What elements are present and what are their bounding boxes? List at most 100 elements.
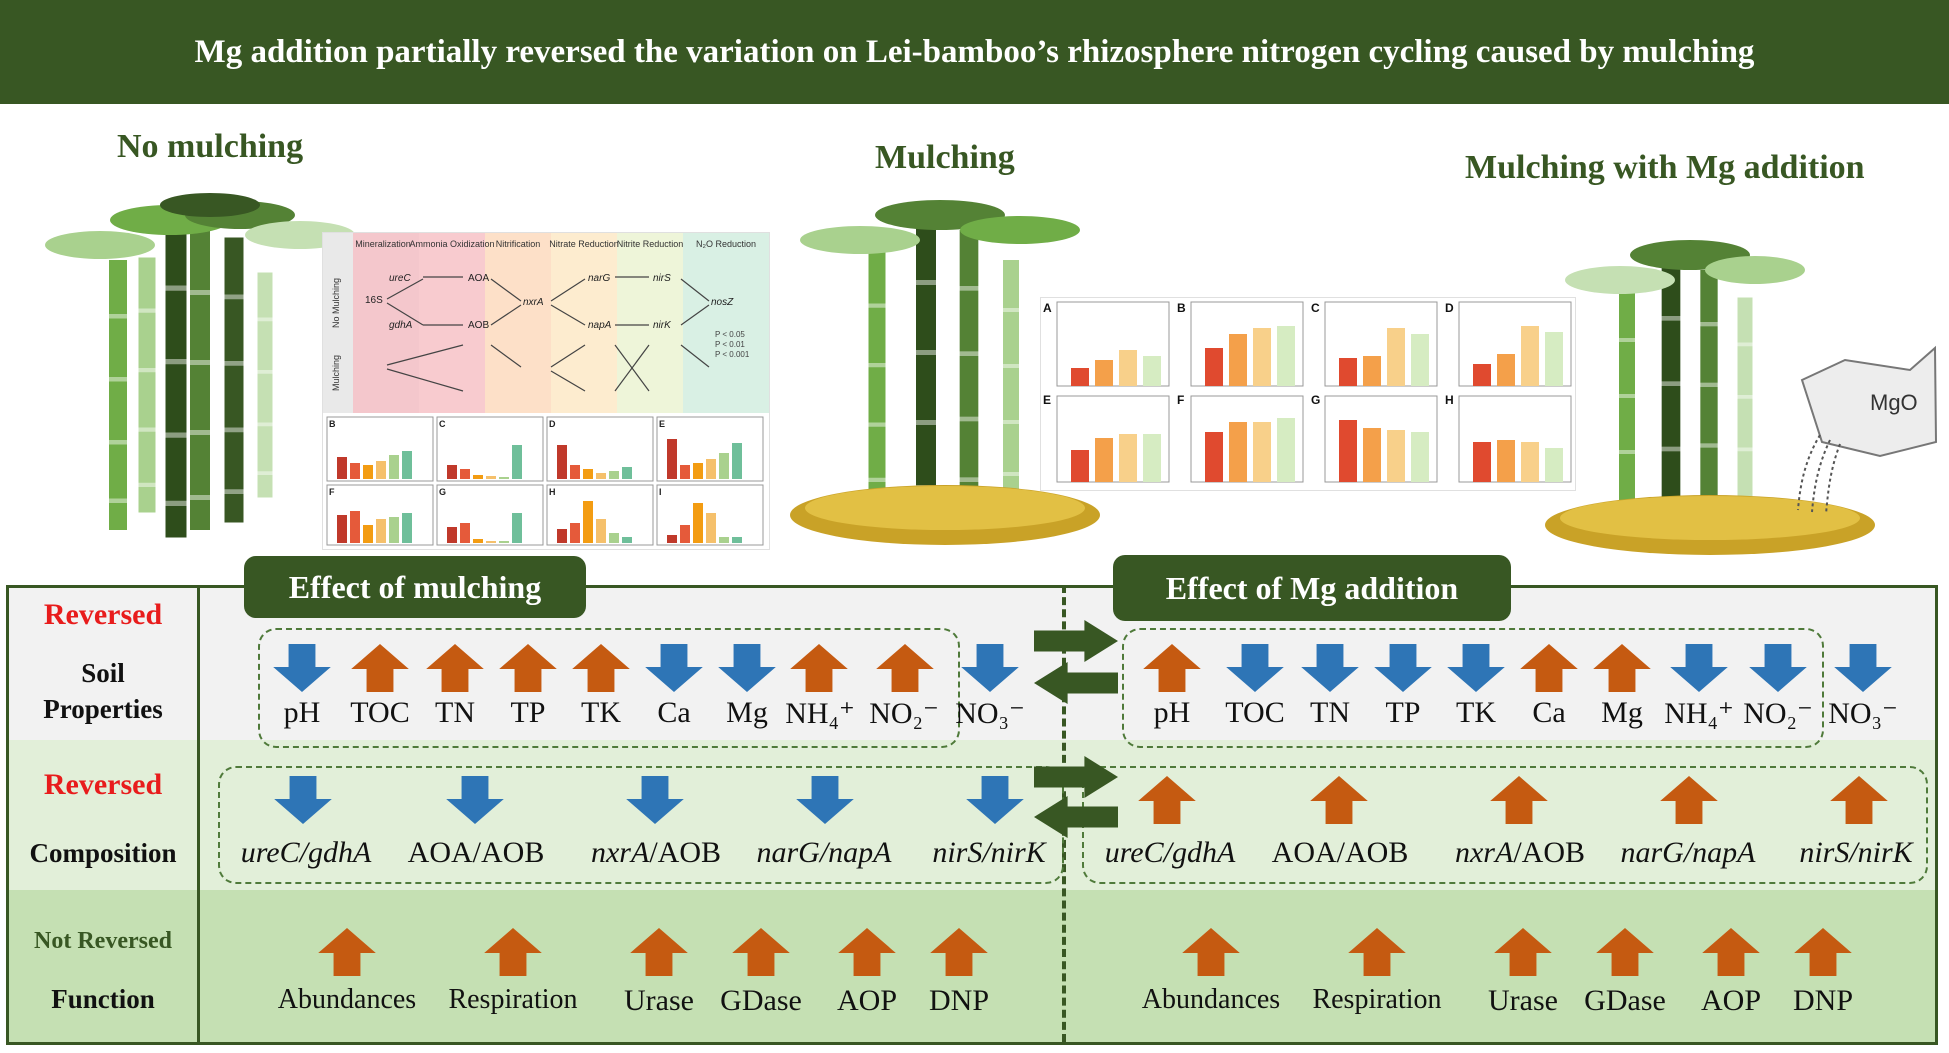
- gene-nirs: nirS: [653, 273, 671, 284]
- pathway-header-0: Mineralization: [355, 239, 411, 249]
- pathway-header-2: Nitrification: [496, 239, 541, 249]
- mg-no2-down-arrow-icon: [1749, 644, 1807, 692]
- panel-letter-e: E: [659, 419, 665, 429]
- pathway-header-1: Ammonia Oxidization: [409, 239, 494, 249]
- mulching-soil-label-ca: Ca: [657, 696, 691, 729]
- mg-comp-label-nirs-nirk: nirS/nirK: [1799, 836, 1913, 869]
- gene-urec: ureC: [389, 273, 411, 284]
- mgo-bag-icon: MgO: [1797, 345, 1938, 515]
- gene-napa: napA: [588, 320, 612, 331]
- gene-aoa: AOA: [468, 273, 489, 284]
- bamboo-grove-mulching-mg-illustration: MgO: [1545, 240, 1938, 555]
- title-banner: Mg addition partially reversed the varia…: [0, 0, 1949, 104]
- mg-comp-label-aoa-aob: AOA/AOB: [1271, 836, 1409, 869]
- mg-respiration-up-arrow-icon: [1348, 928, 1406, 976]
- mg-tk-down-arrow-icon: [1447, 644, 1505, 692]
- mulching-tp-up-arrow-icon: [499, 644, 557, 692]
- mulching-tk-up-arrow-icon: [572, 644, 630, 692]
- mg-ca-up-arrow-icon: [1520, 644, 1578, 692]
- mg-function-label-dnp: DNP: [1792, 984, 1853, 1017]
- nitrogen-pathway-figure: Mineralization Ammonia Oxidization Nitri…: [322, 232, 770, 550]
- mg-soil-label-toc: TOC: [1225, 696, 1285, 729]
- mulching-function-label-gdase: GDase: [720, 984, 802, 1017]
- mg-tn-down-arrow-icon: [1301, 644, 1359, 692]
- mulching-soil-group-box: [258, 628, 960, 748]
- mg-no3-down-arrow-icon: [1834, 644, 1892, 692]
- mg-narg-napa-up-arrow-icon: [1660, 776, 1718, 824]
- function-status-not-reversed: Not Reversed: [34, 928, 172, 954]
- mulching-toc-up-arrow-icon: [351, 644, 409, 692]
- nxra-text: nxrA: [1454, 836, 1514, 869]
- mulching-function-label-dnp: DNP: [928, 984, 989, 1017]
- pathway-header-3: Nitrate Reduction: [549, 239, 619, 249]
- mg-panel-letter-a: A: [1043, 301, 1052, 315]
- mulching-soil-label-tp: TP: [510, 696, 546, 729]
- mg-mg-up-arrow-icon: [1593, 644, 1651, 692]
- mg-function-label-respiration: Respiration: [1312, 984, 1442, 1015]
- scene-title-mulching-mg: Mulching with Mg addition: [1465, 149, 1865, 186]
- mulching-soil-label-no3: NO₃⁻: [955, 697, 1025, 730]
- column-divider: [197, 588, 200, 1042]
- soil-status-reversed: Reversed: [43, 598, 163, 631]
- mulching-soil-label-mg: Mg: [726, 696, 768, 729]
- mulching-aoa-aob-down-arrow-icon: [446, 776, 504, 824]
- mulching-soil-label-tk: TK: [581, 696, 621, 729]
- mulching-comp-label-nirs-nirk: nirS/nirK: [932, 836, 1046, 869]
- gene-nxra: nxrA: [523, 297, 544, 308]
- panel-letter-b: B: [329, 419, 336, 429]
- effect-of-mg-addition-label: Effect of Mg addition: [1165, 569, 1459, 606]
- mulching-dnp-up-arrow-icon: [930, 928, 988, 976]
- mgo-label: MgO: [1870, 390, 1918, 415]
- bamboo-grove-mulching-illustration: [790, 200, 1100, 545]
- mg-aoa-aob-up-arrow-icon: [1310, 776, 1368, 824]
- left-arrow-icon: [1034, 662, 1118, 704]
- mg-urec-gdha-up-arrow-icon: [1138, 776, 1196, 824]
- mulching-mg-down-arrow-icon: [718, 644, 776, 692]
- aob-suffix-text: /AOB: [649, 836, 721, 869]
- panel-letter-h: H: [549, 487, 556, 497]
- mulching-respiration-up-arrow-icon: [484, 928, 542, 976]
- mg-abundances-up-arrow-icon: [1182, 928, 1240, 976]
- bamboo-grove-no-mulching-illustration: [45, 193, 355, 538]
- mg-soil-label-tk: TK: [1456, 696, 1496, 729]
- mg-nh4-down-arrow-icon: [1670, 644, 1728, 692]
- mulching-ca-down-arrow-icon: [645, 644, 703, 692]
- mg-soil-group-box: [1122, 628, 1824, 748]
- nxra-text: nxrA: [590, 836, 650, 869]
- mulching-no3-down-arrow-icon: [961, 644, 1019, 692]
- panel-letter-i: I: [659, 487, 662, 497]
- mulching-comp-label-narg-napa: narG/napA: [756, 836, 892, 869]
- effects-table: [6, 585, 1938, 1045]
- mg-soil-label-tp: TP: [1385, 696, 1421, 729]
- mg-panel-letter-h: H: [1445, 393, 1454, 407]
- mg-urase-up-arrow-icon: [1494, 928, 1552, 976]
- mulching-nxra-aob-down-arrow-icon: [626, 776, 684, 824]
- mg-comp-label-narg-napa: narG/napA: [1620, 836, 1756, 869]
- mg-soil-label-nh4: NH₄⁺: [1664, 697, 1734, 730]
- mulching-ph-down-arrow-icon: [273, 644, 331, 692]
- mg-toc-down-arrow-icon: [1226, 644, 1284, 692]
- mg-soil-label-tn: TN: [1310, 696, 1350, 729]
- mulching-soil-label-no2: NO₂⁻: [869, 697, 939, 730]
- mg-tp-down-arrow-icon: [1374, 644, 1432, 692]
- mulching-soil-label-tn: TN: [435, 696, 475, 729]
- mulching-soil-label-toc: TOC: [350, 696, 410, 729]
- mulching-function-label-respiration: Respiration: [448, 984, 578, 1015]
- mg-gdase-up-arrow-icon: [1596, 928, 1654, 976]
- mg-panel-letter-g: G: [1311, 393, 1320, 407]
- mulching-urase-up-arrow-icon: [630, 928, 688, 976]
- mulching-no2-up-arrow-icon: [876, 644, 934, 692]
- mg-soil-label-mg: Mg: [1601, 696, 1643, 729]
- mg-effect-figure: A B C D E F G H: [1040, 297, 1576, 491]
- mulching-function-label-abundances: Abundances: [277, 984, 417, 1015]
- mulching-nirs-nirk-down-arrow-icon: [966, 776, 1024, 824]
- mulching-function-label-urase: Urase: [624, 984, 694, 1017]
- mg-soil-label-ca: Ca: [1532, 696, 1566, 729]
- composition-row-title: Composition: [29, 838, 177, 868]
- mg-ph-up-arrow-icon: [1143, 644, 1201, 692]
- gene-16s: 16S: [365, 295, 383, 306]
- effect-of-mulching-tab: Effect of mulching: [244, 556, 586, 618]
- mg-soil-label-no2: NO₂⁻: [1743, 697, 1813, 730]
- right-arrow-icon: [1034, 620, 1118, 662]
- mg-comp-label-urec-gdha: ureC/gdhA: [1104, 836, 1236, 869]
